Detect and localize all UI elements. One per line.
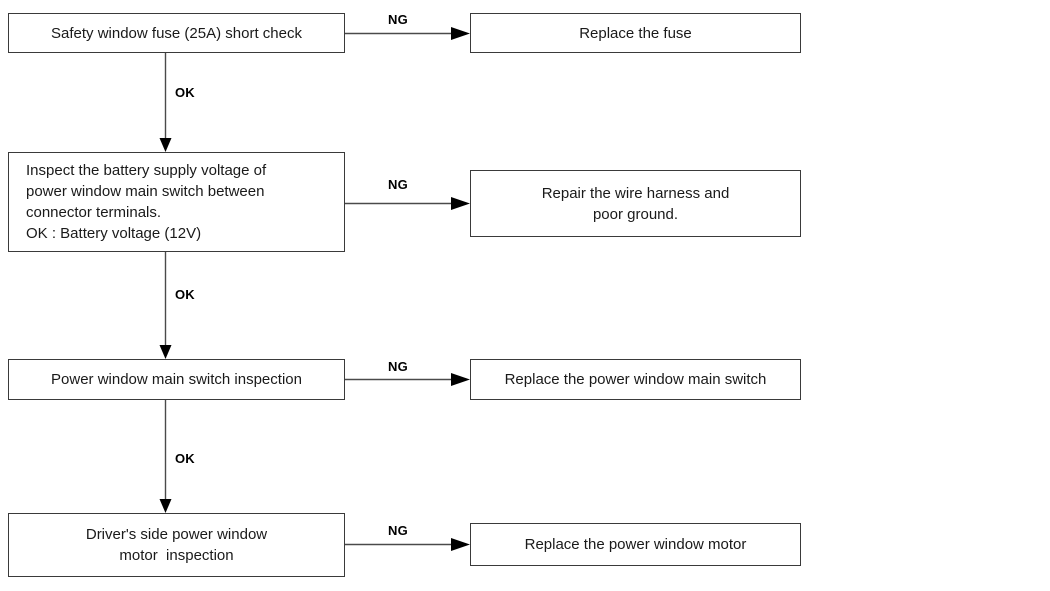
edge-label-ng-3: NG	[388, 359, 408, 374]
edge-label-ok-3: OK	[175, 451, 195, 466]
outcome-node-replace-fuse[interactable]: Replace the fuse	[470, 13, 801, 53]
outcome-node-replace-main-switch[interactable]: Replace the power window main switch	[470, 359, 801, 400]
edge-label-ng-2: NG	[388, 177, 408, 192]
connector-ng-step4-outcome4	[345, 538, 470, 551]
step-node-motor-inspection[interactable]: Driver's side power window motor inspect…	[8, 513, 345, 577]
connector-ok-step2-step3	[159, 252, 172, 359]
connector-ng-step2-outcome2	[345, 197, 470, 210]
edge-label-ok-1: OK	[175, 85, 195, 100]
step-node-battery-voltage-inspection[interactable]: Inspect the battery supply voltage of po…	[8, 152, 345, 252]
outcome-node-repair-harness[interactable]: Repair the wire harness and poor ground.	[470, 170, 801, 237]
edge-label-ng-4: NG	[388, 523, 408, 538]
step-node-main-switch-inspection[interactable]: Power window main switch inspection	[8, 359, 345, 400]
connector-ng-step3-outcome3	[345, 373, 470, 386]
step-node-fuse-check[interactable]: Safety window fuse (25A) short check	[8, 13, 345, 53]
outcome-node-replace-motor[interactable]: Replace the power window motor	[470, 523, 801, 566]
edge-label-ok-2: OK	[175, 287, 195, 302]
connector-ok-step3-step4	[159, 400, 172, 513]
connector-ng-step1-outcome1	[345, 27, 470, 40]
connector-ok-step1-step2	[159, 53, 172, 152]
edge-label-ng-1: NG	[388, 12, 408, 27]
